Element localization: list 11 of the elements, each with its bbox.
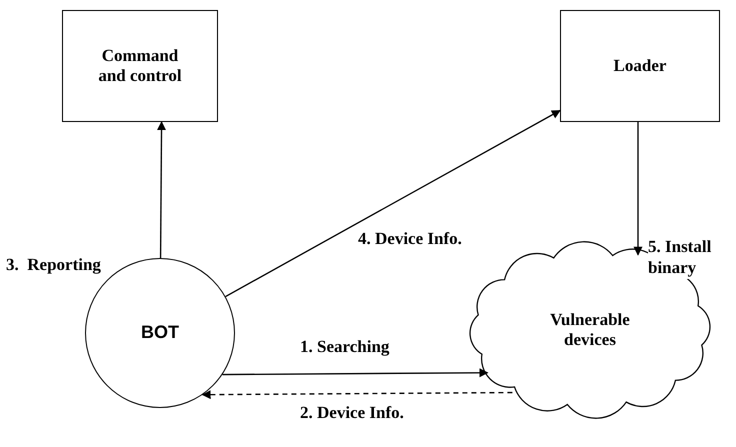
node-label: Loader [614,56,666,76]
arrow [634,122,642,256]
node-label: Vulnerable devices [549,310,631,350]
node-label: Command and control [97,46,183,86]
arrow [202,390,512,400]
arrow [157,121,166,258]
node-label: BOT [141,322,179,344]
arrow [225,110,561,298]
component-box [62,10,218,122]
arrow [222,368,488,378]
component-box [560,10,720,122]
